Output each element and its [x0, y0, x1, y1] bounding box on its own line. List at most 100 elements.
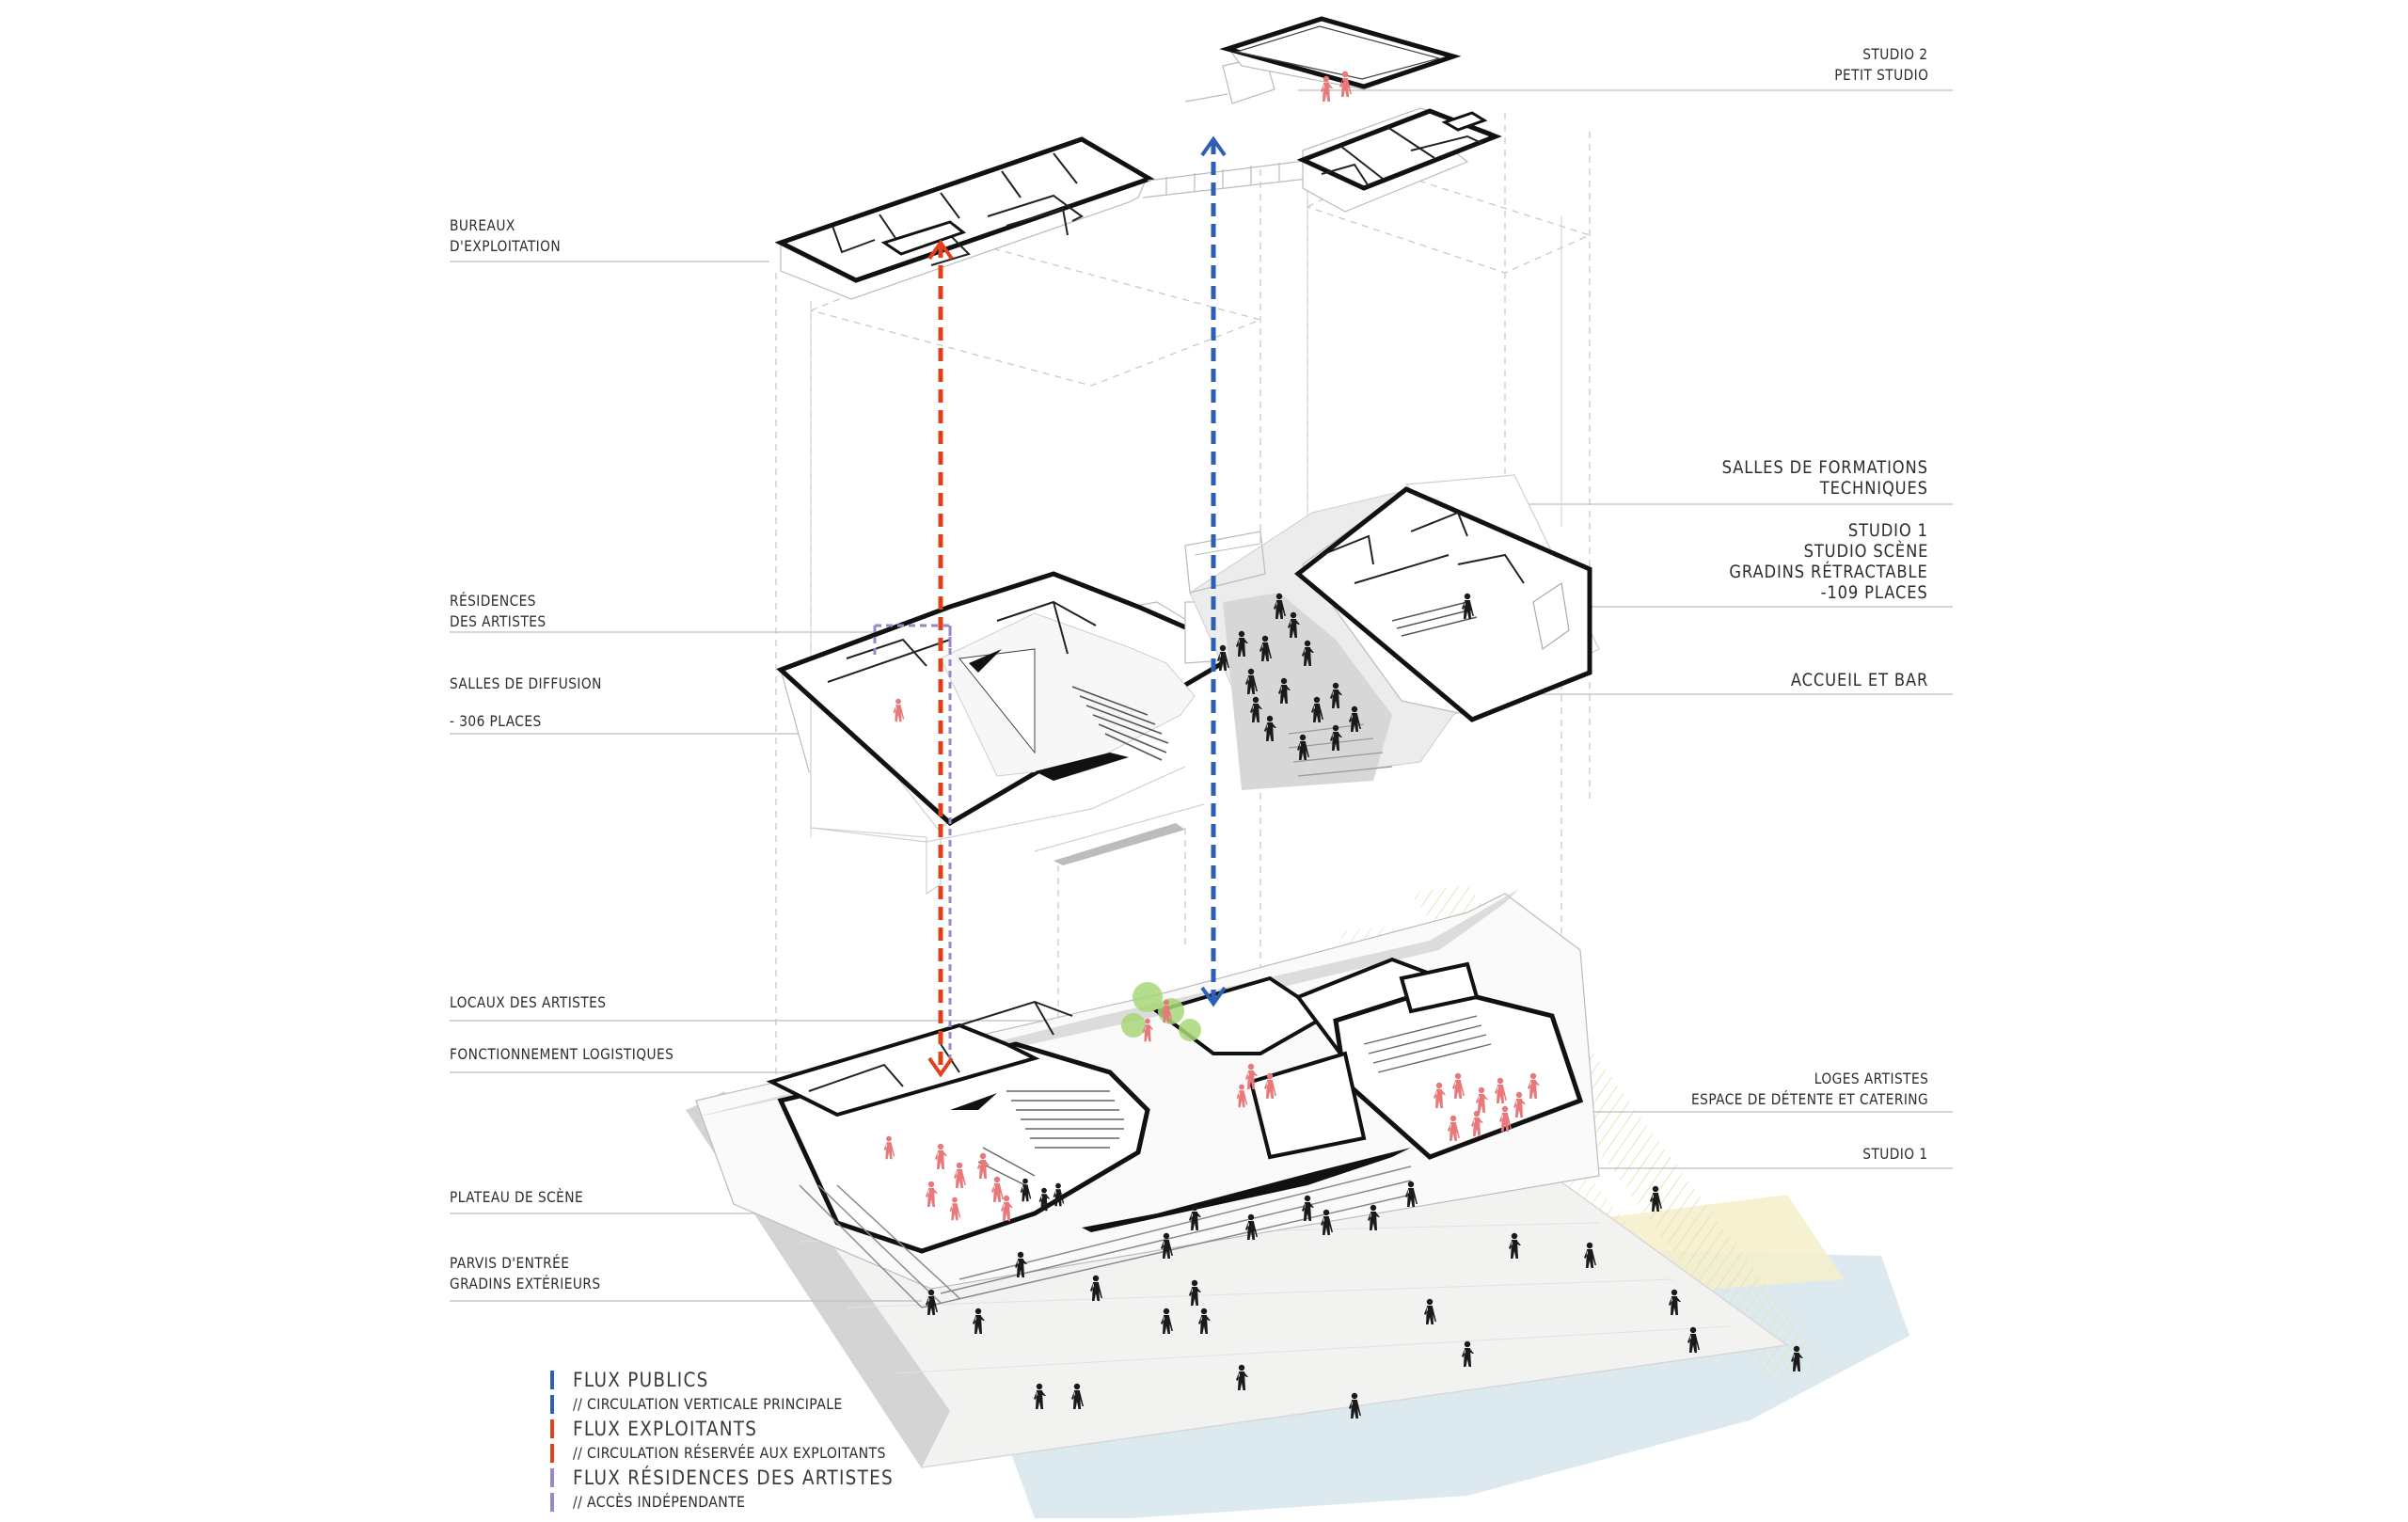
- person-figure: [883, 1135, 895, 1160]
- person-figure: [1245, 668, 1258, 694]
- flow-legend: FLUX PUBLICS // CIRCULATION VERTICALE PR…: [550, 1369, 1039, 1512]
- flow-arrows: [873, 135, 1227, 1078]
- legend-swatch-public: [550, 1371, 554, 1389]
- person-figure: [1217, 644, 1229, 671]
- label-studio-scene: STUDIO SCÈNE: [1803, 541, 1928, 562]
- legend-label: FLUX PUBLICS: [573, 1369, 709, 1391]
- person-figure: [977, 1152, 990, 1179]
- level-salles-diffusion: [776, 571, 1252, 896]
- person-figure: [1330, 724, 1342, 751]
- person-figure: [1349, 1392, 1361, 1419]
- person-figure: [1259, 635, 1272, 661]
- public-arrow-down: [1200, 986, 1227, 1007]
- person-figure: [1236, 630, 1248, 657]
- person-figure: [935, 1143, 947, 1169]
- label-exploitation: D'EXPLOITATION: [450, 237, 562, 255]
- person-figure: [1161, 999, 1173, 1023]
- person-figure: [1001, 1195, 1013, 1221]
- label-des-artistes: DES ARTISTES: [450, 612, 547, 630]
- person-figure: [949, 1197, 961, 1221]
- person-figure: [1471, 1110, 1483, 1136]
- label-plateau-scene: PLATEAU DE SCÈNE: [450, 1188, 584, 1206]
- label-petit-studio: PETIT STUDIO: [1833, 66, 1928, 84]
- level-bureaux: [774, 136, 1313, 300]
- person-figure: [1038, 1187, 1051, 1212]
- label-fonctionnement: FONCTIONNEMENT LOGISTIQUES: [450, 1045, 674, 1063]
- person-figure: [1288, 611, 1300, 638]
- level-ground: [687, 889, 1600, 1308]
- seating-306: [1071, 686, 1169, 761]
- person-figure: [1071, 1383, 1084, 1409]
- label-gradins-retractable: GRADINS RÉTRACTABLE: [1729, 562, 1928, 582]
- label-studio1-ground: STUDIO 1: [1862, 1145, 1928, 1163]
- person-figure: [1513, 1091, 1526, 1118]
- person-figure: [926, 1289, 938, 1315]
- label-locaux-artistes: LOCAUX DES ARTISTES: [450, 993, 607, 1011]
- seating-ground: [977, 1090, 1124, 1186]
- person-figure: [1245, 1213, 1258, 1240]
- person-figure: [1791, 1345, 1803, 1371]
- label-salles-diffusion: SALLES DE DIFFUSION: [450, 674, 602, 692]
- person-figure: [1053, 1182, 1065, 1207]
- person-figure: [1161, 1308, 1173, 1334]
- staff-arrow-up: [927, 239, 954, 261]
- person-figure: [1650, 1185, 1662, 1212]
- person-figure: [1434, 1082, 1446, 1108]
- label-loges-artistes: LOGES ARTISTES: [1814, 1070, 1928, 1087]
- person-figure: [973, 1308, 985, 1334]
- person-figure: [1250, 696, 1262, 722]
- residence-flow: [873, 624, 952, 1058]
- label-salles-formations: SALLES DE FORMATIONS: [1721, 457, 1928, 478]
- person-figure: [1297, 734, 1309, 760]
- person-figure: [1339, 71, 1352, 97]
- level-studio1: [1184, 474, 1600, 790]
- person-figure: [1584, 1242, 1596, 1268]
- person-figure: [1245, 1063, 1258, 1089]
- label-studio1-scene-title: STUDIO 1: [1847, 520, 1928, 541]
- staff-arrow-down: [927, 1056, 954, 1078]
- person-figure: [1509, 1232, 1521, 1259]
- performer-figures: [883, 71, 1540, 1221]
- person-figure: [1278, 677, 1291, 704]
- person-figure: [1349, 706, 1361, 732]
- label-residences: RÉSIDENCES: [450, 592, 536, 610]
- person-figure: [1142, 1018, 1154, 1042]
- site-ground: [685, 884, 1909, 1518]
- person-figure: [954, 1162, 966, 1188]
- label-studio2: STUDIO 2: [1862, 45, 1928, 63]
- label-techniques: TECHNIQUES: [1819, 478, 1928, 499]
- person-figure: [1034, 1383, 1046, 1409]
- person-figure: [1452, 1072, 1465, 1099]
- person-figure: [1448, 1115, 1460, 1141]
- seating-109: [1391, 601, 1478, 637]
- person-figure: [1424, 1298, 1436, 1324]
- seating-studio1-ground: [1363, 1015, 1492, 1073]
- person-figure: [991, 1176, 1004, 1202]
- person-figure: [1495, 1077, 1507, 1103]
- legend-swatch-staff: [550, 1419, 554, 1438]
- person-figure: [1405, 1181, 1418, 1207]
- person-figure: [1302, 1195, 1314, 1221]
- legend-label: // ACCÈS INDÉPENDANTE: [573, 1493, 746, 1511]
- label-parvis: PARVIS D'ENTRÉE: [450, 1254, 570, 1272]
- person-figure: [1090, 1275, 1102, 1301]
- person-figure: [1499, 1105, 1512, 1132]
- legend-swatch-residence: [550, 1468, 554, 1487]
- legend-label: // CIRCULATION RÉSERVÉE AUX EXPLOITANTS: [573, 1444, 886, 1462]
- legend-swatch-staff: [550, 1444, 554, 1463]
- person-figure: [1161, 1232, 1173, 1259]
- person-figure: [1687, 1326, 1700, 1353]
- person-figure: [1264, 715, 1276, 741]
- person-figure: [1462, 1340, 1474, 1367]
- person-figure: [893, 698, 905, 722]
- person-figure: [926, 1181, 938, 1207]
- vegetation-patio: [1121, 982, 1201, 1041]
- person-figure: [1321, 75, 1333, 102]
- level-studio2: [1184, 16, 1502, 213]
- person-figure: [1020, 1178, 1032, 1202]
- person-figure: [1236, 1084, 1248, 1108]
- legend-swatch-residence: [550, 1493, 554, 1512]
- person-figure: [1311, 696, 1323, 722]
